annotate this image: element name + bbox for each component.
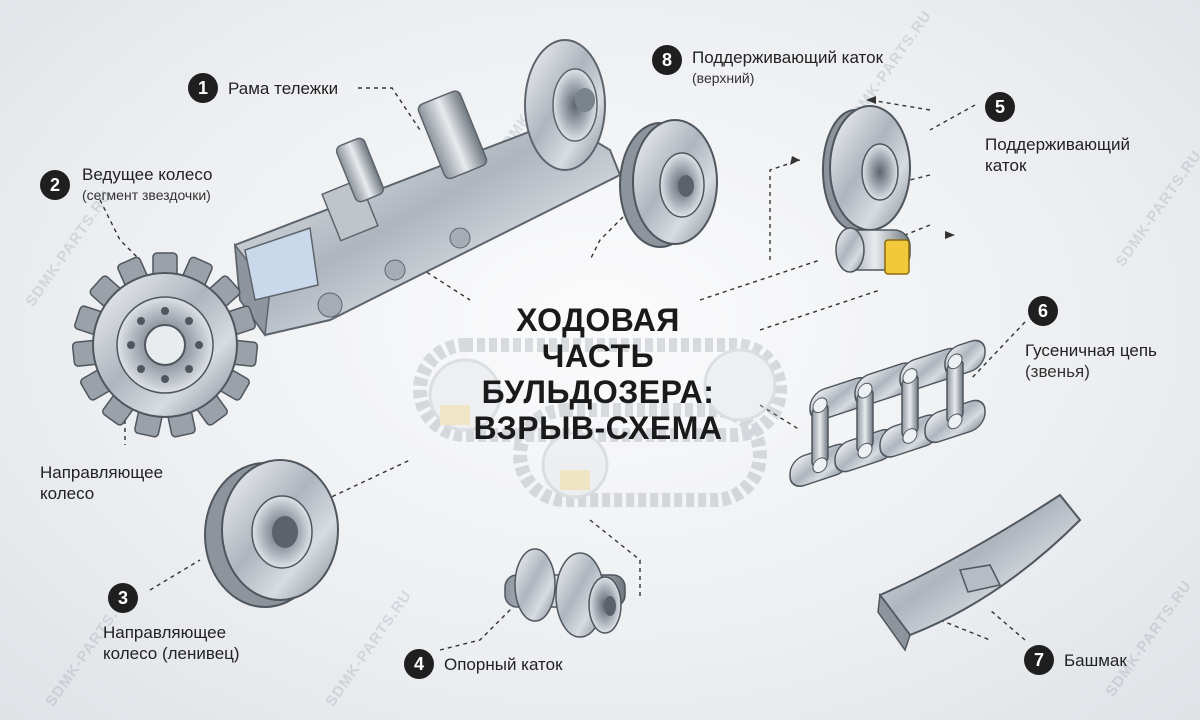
callout-number: 5	[985, 92, 1015, 122]
label-upper-carrier-roller: Поддерживающий каток (верхний)	[692, 47, 883, 89]
idler-wheel	[204, 459, 339, 608]
callout-number: 1	[188, 73, 218, 103]
part-label: Рама тележки	[228, 79, 339, 98]
part-label: Направляющее колесо	[40, 463, 164, 503]
label-guide-wheel: Направляющее колесо	[40, 462, 190, 504]
diagram-title: ХОДОВАЯ ЧАСТЬ БУЛЬДОЗЕРА: ВЗРЫВ-СХЕМА	[473, 302, 723, 446]
part-sublabel: (звенья)	[1025, 362, 1090, 381]
part-label: Гусеничная цепь	[1025, 341, 1157, 360]
callout-number: 2	[40, 170, 70, 200]
callout-number: 3	[108, 583, 138, 613]
sprocket-wheel	[71, 252, 259, 438]
part-label: Опорный каток	[444, 655, 563, 674]
label-idler: Направляющее колесо (ленивец)	[103, 622, 273, 664]
callout-number: 8	[652, 45, 682, 75]
track-shoe	[877, 493, 1082, 652]
callout-number: 7	[1024, 645, 1054, 675]
callout-number: 6	[1028, 296, 1058, 326]
part-label: Поддерживающий каток	[985, 135, 1130, 175]
ghost-undercarriage	[413, 338, 787, 507]
label-track-shoe: Башмак	[1064, 650, 1127, 671]
part-label: Ведущее колесо	[82, 165, 213, 184]
part-sublabel: (верхний)	[692, 70, 755, 86]
callout-number: 4	[404, 649, 434, 679]
track-roller	[504, 548, 626, 638]
label-track-frame: Рама тележки	[228, 78, 338, 99]
track-chain	[789, 339, 986, 487]
label-carrier-roller: Поддерживающий каток	[985, 134, 1155, 176]
part-label: Направляющее колесо (ленивец)	[103, 623, 240, 663]
label-track-roller: Опорный каток	[444, 654, 563, 675]
carrier-roller	[822, 105, 911, 275]
track-frame	[233, 39, 622, 338]
part-label: Башмак	[1064, 651, 1127, 670]
upper-carrier-roller	[619, 119, 718, 248]
label-sprocket: Ведущее колесо (сегмент звездочки)	[82, 164, 213, 206]
part-sublabel: (сегмент звездочки)	[82, 187, 211, 203]
part-label: Поддерживающий каток	[692, 48, 884, 67]
label-track-chain: Гусеничная цепь (звенья)	[1025, 340, 1157, 382]
